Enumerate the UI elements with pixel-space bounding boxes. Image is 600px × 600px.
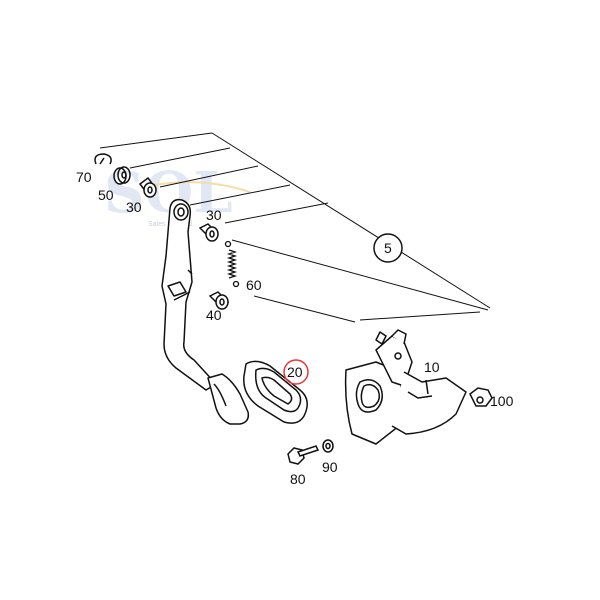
watermark-swoosh [149,181,251,193]
part-label-30-right: 30 [206,207,222,223]
part-label-10: 10 [424,359,440,375]
part-label-60: 60 [246,277,262,293]
gasket-part-20 [243,360,308,424]
pedal-lever-arm [161,198,217,391]
part-label-5: 5 [384,240,392,256]
part-label-30-left: 30 [126,199,142,215]
bracket-housing-part-10 [344,329,467,445]
perspective-guide-lines [99,132,491,323]
callout-circle-5 [373,233,403,263]
bushing-part-30-right [198,223,219,242]
bushing-part-40 [208,291,230,310]
washer-part-50 [113,166,131,185]
part-label-70: 70 [76,169,92,185]
pedal-pad [207,373,250,425]
part-label-20: 20 [287,364,303,380]
part-label-80: 80 [290,471,306,487]
part-label-40: 40 [206,307,222,323]
bushing-part-30-upper [138,176,157,198]
part-label-90: 90 [322,459,338,475]
bolt-part-80 [287,445,320,465]
return-spring-part-60 [224,240,240,288]
clip-part-70 [94,153,112,165]
nut-part-100 [469,387,493,407]
highlight-circle-20 [283,359,309,385]
part-label-50: 50 [98,187,114,203]
part-label-100: 100 [490,393,514,409]
washer-part-90 [322,439,334,453]
